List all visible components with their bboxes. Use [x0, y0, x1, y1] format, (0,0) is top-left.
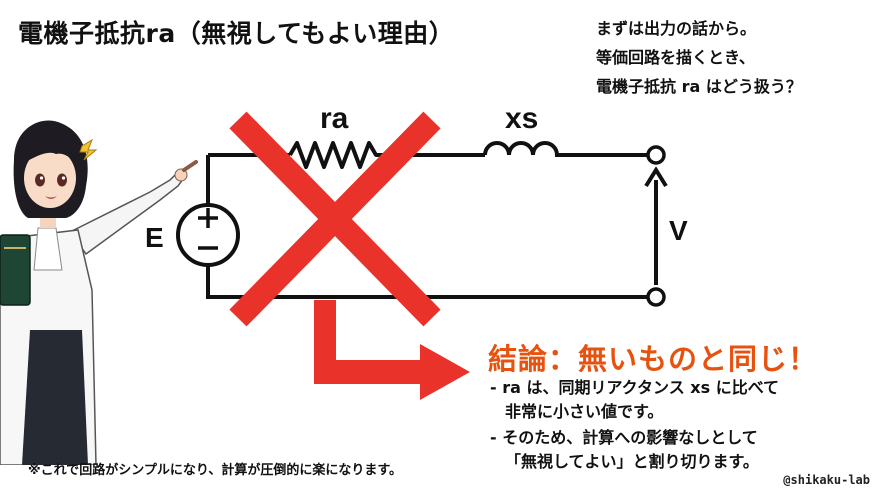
intro-text: まずは出力の話から。 等価回路を描くとき、 電機子抵抗 ra はどう扱う？	[596, 14, 802, 101]
intro-line-1: まずは出力の話から。	[596, 19, 757, 38]
page-title: 電機子抵抗ra（無視してもよい理由）	[18, 19, 455, 48]
bullet-1-line-1: - ra は、同期リアクタンス xs に比べて	[490, 378, 780, 397]
footnote: ※これで回路がシンプルになり、計算が圧倒的に楽になります。	[28, 463, 403, 478]
intro-line-2: 等価回路を描くとき、	[596, 48, 755, 67]
reactance-label: xs	[505, 102, 538, 135]
voltage-source-icon	[176, 203, 240, 267]
scientist-girl-illustration	[0, 120, 198, 465]
bullet-1-line-2: 非常に小さい値です。	[505, 402, 664, 421]
red-x-icon	[229, 111, 441, 327]
resistor-label: ra	[320, 102, 349, 135]
terminal-top	[646, 145, 666, 165]
terminal-bottom	[646, 287, 666, 307]
resistor-ra	[288, 141, 380, 169]
voltage-label: V	[669, 215, 688, 246]
intro-line-3: 電機子抵抗 ra はどう扱う？	[596, 77, 802, 96]
bullet-2-line-2: 「無視してよい」と割り切ります。	[505, 452, 759, 471]
conclusion-heading: 結論：無いものと同じ！	[488, 342, 819, 376]
voltage-arrow-icon	[644, 166, 668, 188]
bullet-2-line-1: - そのため、計算への影響なしとして	[490, 428, 758, 447]
credit-handle: @shikaku-lab	[783, 473, 870, 487]
source-label: E	[145, 222, 164, 253]
inductor-xs	[483, 141, 562, 157]
red-arrow-icon	[314, 300, 470, 400]
